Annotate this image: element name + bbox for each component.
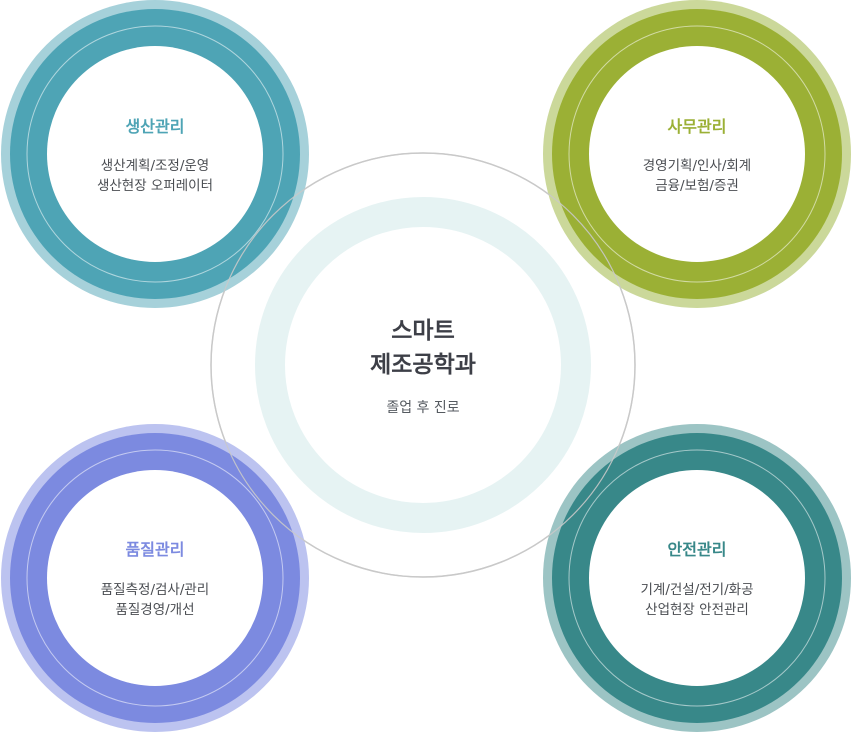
node-office: 사무관리 경영기획/인사/회계 금융/보험/증권 [543, 0, 851, 308]
center-soft-ring [255, 197, 591, 533]
node-safety-thin-ring [568, 449, 826, 707]
node-office-line1: 경영기획/인사/회계 [643, 158, 751, 174]
node-safety-line2: 산업현장 안전관리 [645, 602, 749, 618]
node-quality: 품질관리 품질측정/검사/관리 품질경영/개선 [1, 424, 309, 732]
node-quality-title: 품질관리 [126, 540, 185, 559]
node-office-thin-ring [568, 25, 826, 283]
node-production-title: 생산관리 [126, 117, 185, 136]
node-production-inner [47, 46, 263, 262]
center-subtitle: 졸업 후 진로 [386, 400, 459, 416]
node-safety-line1: 기계/건설/전기/화공 [640, 582, 753, 598]
node-production-thin-ring [26, 25, 284, 283]
node-production: 생산관리 생산계획/조정/운영 생산현장 오퍼레이터 [1, 0, 309, 308]
node-office-line2: 금융/보험/증권 [655, 178, 739, 194]
node-quality-inner [47, 470, 263, 686]
node-safety-title: 안전관리 [668, 540, 727, 559]
node-safety: 안전관리 기계/건설/전기/화공 산업현장 안전관리 [543, 424, 851, 732]
node-office-title: 사무관리 [668, 117, 727, 136]
node-office-inner [589, 46, 805, 262]
node-production-line2: 생산현장 오퍼레이터 [97, 178, 213, 194]
center-outline-overlay [210, 152, 636, 578]
node-production-line1: 생산계획/조정/운영 [101, 158, 209, 174]
node-quality-line1: 품질측정/검사/관리 [101, 582, 209, 598]
node-safety-inner [589, 470, 805, 686]
center-title-line1: 스마트 [391, 318, 454, 344]
node-quality-line2: 품질경영/개선 [115, 602, 194, 618]
center-title-line2: 제조공학과 [370, 352, 476, 378]
node-quality-thin-ring [26, 449, 284, 707]
